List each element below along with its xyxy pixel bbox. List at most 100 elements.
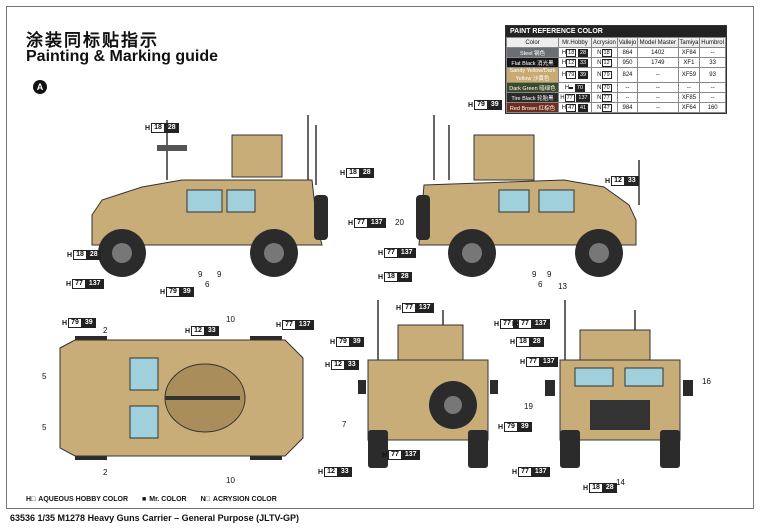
paint-tamiya: XF84 xyxy=(677,47,701,58)
col-modelmaster: Model Master xyxy=(637,37,679,48)
part-number: 2 xyxy=(103,468,108,477)
paint-color-name: Red Brown 红棕色 xyxy=(506,102,559,113)
part-number: 9 xyxy=(217,270,222,279)
part-number: 13 xyxy=(558,282,567,291)
vehicle-left-side-view xyxy=(91,115,328,277)
part-number: 5 xyxy=(42,423,47,432)
paint-mrhobby: H 70 xyxy=(558,82,592,93)
part-number: 7 xyxy=(342,420,347,429)
paint-vallejo: -- xyxy=(616,82,639,93)
paint-modelmaster: -- xyxy=(637,102,679,113)
part-number: 9 xyxy=(547,270,552,279)
paint-humbrol: -- xyxy=(699,82,726,93)
part-number: 19 xyxy=(524,402,533,411)
paint-color-name: Steel 钢色 xyxy=(506,47,559,58)
paint-vallejo: 950 xyxy=(616,57,639,68)
paint-vallejo: -- xyxy=(616,92,639,103)
paint-humbrol: 93 xyxy=(699,67,726,83)
paint-color-name: Tire Black 轮胎黑 xyxy=(506,92,559,103)
paint-vallejo: 984 xyxy=(616,102,639,113)
col-vallejo: Vallejo xyxy=(616,37,639,48)
paint-humbrol: -- xyxy=(699,92,726,103)
paint-color-name: Flat Black 消光黑 xyxy=(506,57,559,68)
paint-tamiya: XF85 xyxy=(677,92,701,103)
paint-reference-table: PAINT REFERENCE COLOR Color Mr.Hobby Acr… xyxy=(505,25,727,114)
part-number: 5 xyxy=(42,372,47,381)
col-acrysion: Acrysion xyxy=(590,37,618,48)
color-legend: H□AQUEOUS HOBBY COLOR ■Mr. COLOR N□ACRYS… xyxy=(26,496,277,503)
part-number: 9 xyxy=(198,270,203,279)
col-color: Color xyxy=(506,37,559,48)
paint-modelmaster: -- xyxy=(637,82,679,93)
paint-modelmaster: 1749 xyxy=(637,57,679,68)
paint-modelmaster: 1402 xyxy=(637,47,679,58)
part-number: 16 xyxy=(702,377,711,386)
paint-humbrol: 33 xyxy=(699,57,726,68)
part-number: 9 xyxy=(532,270,537,279)
col-humbrol: Humbrol xyxy=(699,37,726,48)
page-frame xyxy=(6,6,754,509)
part-number: 2 xyxy=(103,326,108,335)
paint-tamiya: -- xyxy=(677,82,701,93)
legend-item-aqueous: H□AQUEOUS HOBBY COLOR xyxy=(26,496,129,503)
part-number: 14 xyxy=(616,478,625,487)
col-tamiya: Tamiya xyxy=(677,37,701,48)
version-marker: A xyxy=(33,80,47,94)
paint-tamiya: XF1 xyxy=(677,57,701,68)
legend-item-mrcolor: ■Mr. COLOR xyxy=(142,496,187,503)
title-chinese: 涂装同标贴指示 xyxy=(26,31,159,50)
col-mrhobby: Mr.Hobby xyxy=(558,37,592,48)
legend-item-acrysion: N□ACRYSION COLOR xyxy=(200,496,277,503)
paint-humbrol: -- xyxy=(699,47,726,58)
paint-table-heading: PAINT REFERENCE COLOR xyxy=(506,26,726,37)
part-number: 6 xyxy=(538,280,543,289)
paint-vallejo: 864 xyxy=(616,47,639,58)
part-number: 10 xyxy=(226,315,235,324)
vehicle-top-view xyxy=(59,336,304,460)
paint-modelmaster: -- xyxy=(637,92,679,103)
vehicle-rear-view xyxy=(358,300,498,468)
vehicle-right-side-view xyxy=(416,115,640,277)
paint-tamiya: XF59 xyxy=(677,67,701,83)
paint-tamiya: XF64 xyxy=(677,102,701,113)
paint-modelmaster: -- xyxy=(637,67,679,83)
paint-color-name: Sandy Yellow/Dark Yellow 沙黄色 xyxy=(506,67,559,83)
paint-humbrol: 160 xyxy=(699,102,726,113)
